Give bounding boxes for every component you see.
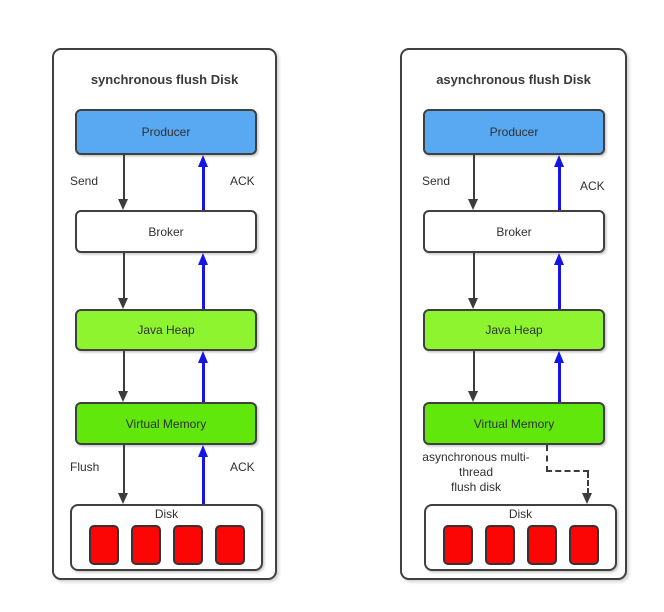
ack-arrow-line <box>202 165 205 210</box>
send-arrow-line <box>473 155 475 201</box>
send-arrow-head <box>468 199 478 210</box>
ack-arrow-line <box>558 361 561 402</box>
dashed-flush-arrow-segment <box>546 445 548 472</box>
async-flush-note-line: asynchronous multi- <box>422 450 530 464</box>
panel-title: asynchronous flush Disk <box>436 72 591 87</box>
virtual-memory-node: Virtual Memory <box>75 402 257 445</box>
panel-asynchronous: asynchronous flush Disk Producer Send AC… <box>400 48 627 580</box>
flow-arrow-head <box>118 298 128 309</box>
panel-synchronous: synchronous flush Disk Producer Send ACK… <box>52 48 277 580</box>
ack-arrow-head <box>554 351 564 363</box>
disk-cell <box>130 525 161 565</box>
flush-label: Flush <box>70 460 100 474</box>
disk-cell <box>88 525 119 565</box>
send-arrow-line <box>123 155 125 201</box>
flow-arrow-head <box>468 391 478 402</box>
flow-arrow-head <box>118 391 128 402</box>
ack-arrow-line <box>558 263 561 309</box>
disk-cell <box>172 525 203 565</box>
flow-arrow-line <box>123 253 125 299</box>
ack-label: ACK <box>230 174 255 188</box>
flow-arrow-line <box>473 351 475 393</box>
disk-label: Disk <box>154 507 179 521</box>
ack-arrow-head <box>198 445 208 457</box>
dashed-flush-arrow-segment <box>587 472 589 494</box>
disk-cell <box>442 525 473 565</box>
ack-arrow-head <box>198 351 208 363</box>
producer-node: Producer <box>75 109 257 155</box>
flow-arrow-line <box>123 351 125 393</box>
ack-arrow-head <box>554 253 564 265</box>
producer-node: Producer <box>423 109 605 155</box>
async-flush-note: asynchronous multi- thread flush disk <box>408 450 544 495</box>
disk-cell <box>526 525 557 565</box>
virtual-memory-node: Virtual Memory <box>423 402 605 445</box>
async-flush-note-line: flush disk <box>450 480 502 494</box>
broker-node: Broker <box>75 210 257 253</box>
ack-arrow-head <box>554 155 564 167</box>
broker-node: Broker <box>423 210 605 253</box>
ack-arrow-line <box>202 455 205 504</box>
ack-arrow-line <box>202 263 205 309</box>
dashed-flush-arrow-head <box>582 493 592 504</box>
panel-title: synchronous flush Disk <box>90 72 239 87</box>
send-label: Send <box>422 174 451 188</box>
disk-cells <box>72 525 261 565</box>
ack-label: ACK <box>230 460 255 474</box>
ack-arrow-head <box>198 253 208 265</box>
flow-arrow-line <box>473 253 475 299</box>
flush-arrow-line <box>123 445 125 494</box>
send-arrow-head <box>118 199 128 210</box>
java-heap-node: Java Heap <box>75 309 257 351</box>
disk-cell <box>568 525 599 565</box>
disk-cell <box>484 525 515 565</box>
dashed-flush-arrow-segment <box>546 470 589 472</box>
send-label: Send <box>70 174 99 188</box>
ack-arrow-line <box>202 361 205 402</box>
java-heap-node: Java Heap <box>423 309 605 351</box>
disk-label: Disk <box>508 507 533 521</box>
ack-label: ACK <box>580 179 605 193</box>
flush-arrow-head <box>118 493 128 504</box>
flow-arrow-head <box>468 298 478 309</box>
disk-node: Disk <box>424 504 617 571</box>
async-flush-note-line: thread <box>458 465 494 479</box>
disk-node: Disk <box>70 504 263 571</box>
disk-cell <box>214 525 245 565</box>
disk-cells <box>426 525 615 565</box>
ack-arrow-line <box>558 165 561 210</box>
ack-arrow-head <box>198 155 208 167</box>
